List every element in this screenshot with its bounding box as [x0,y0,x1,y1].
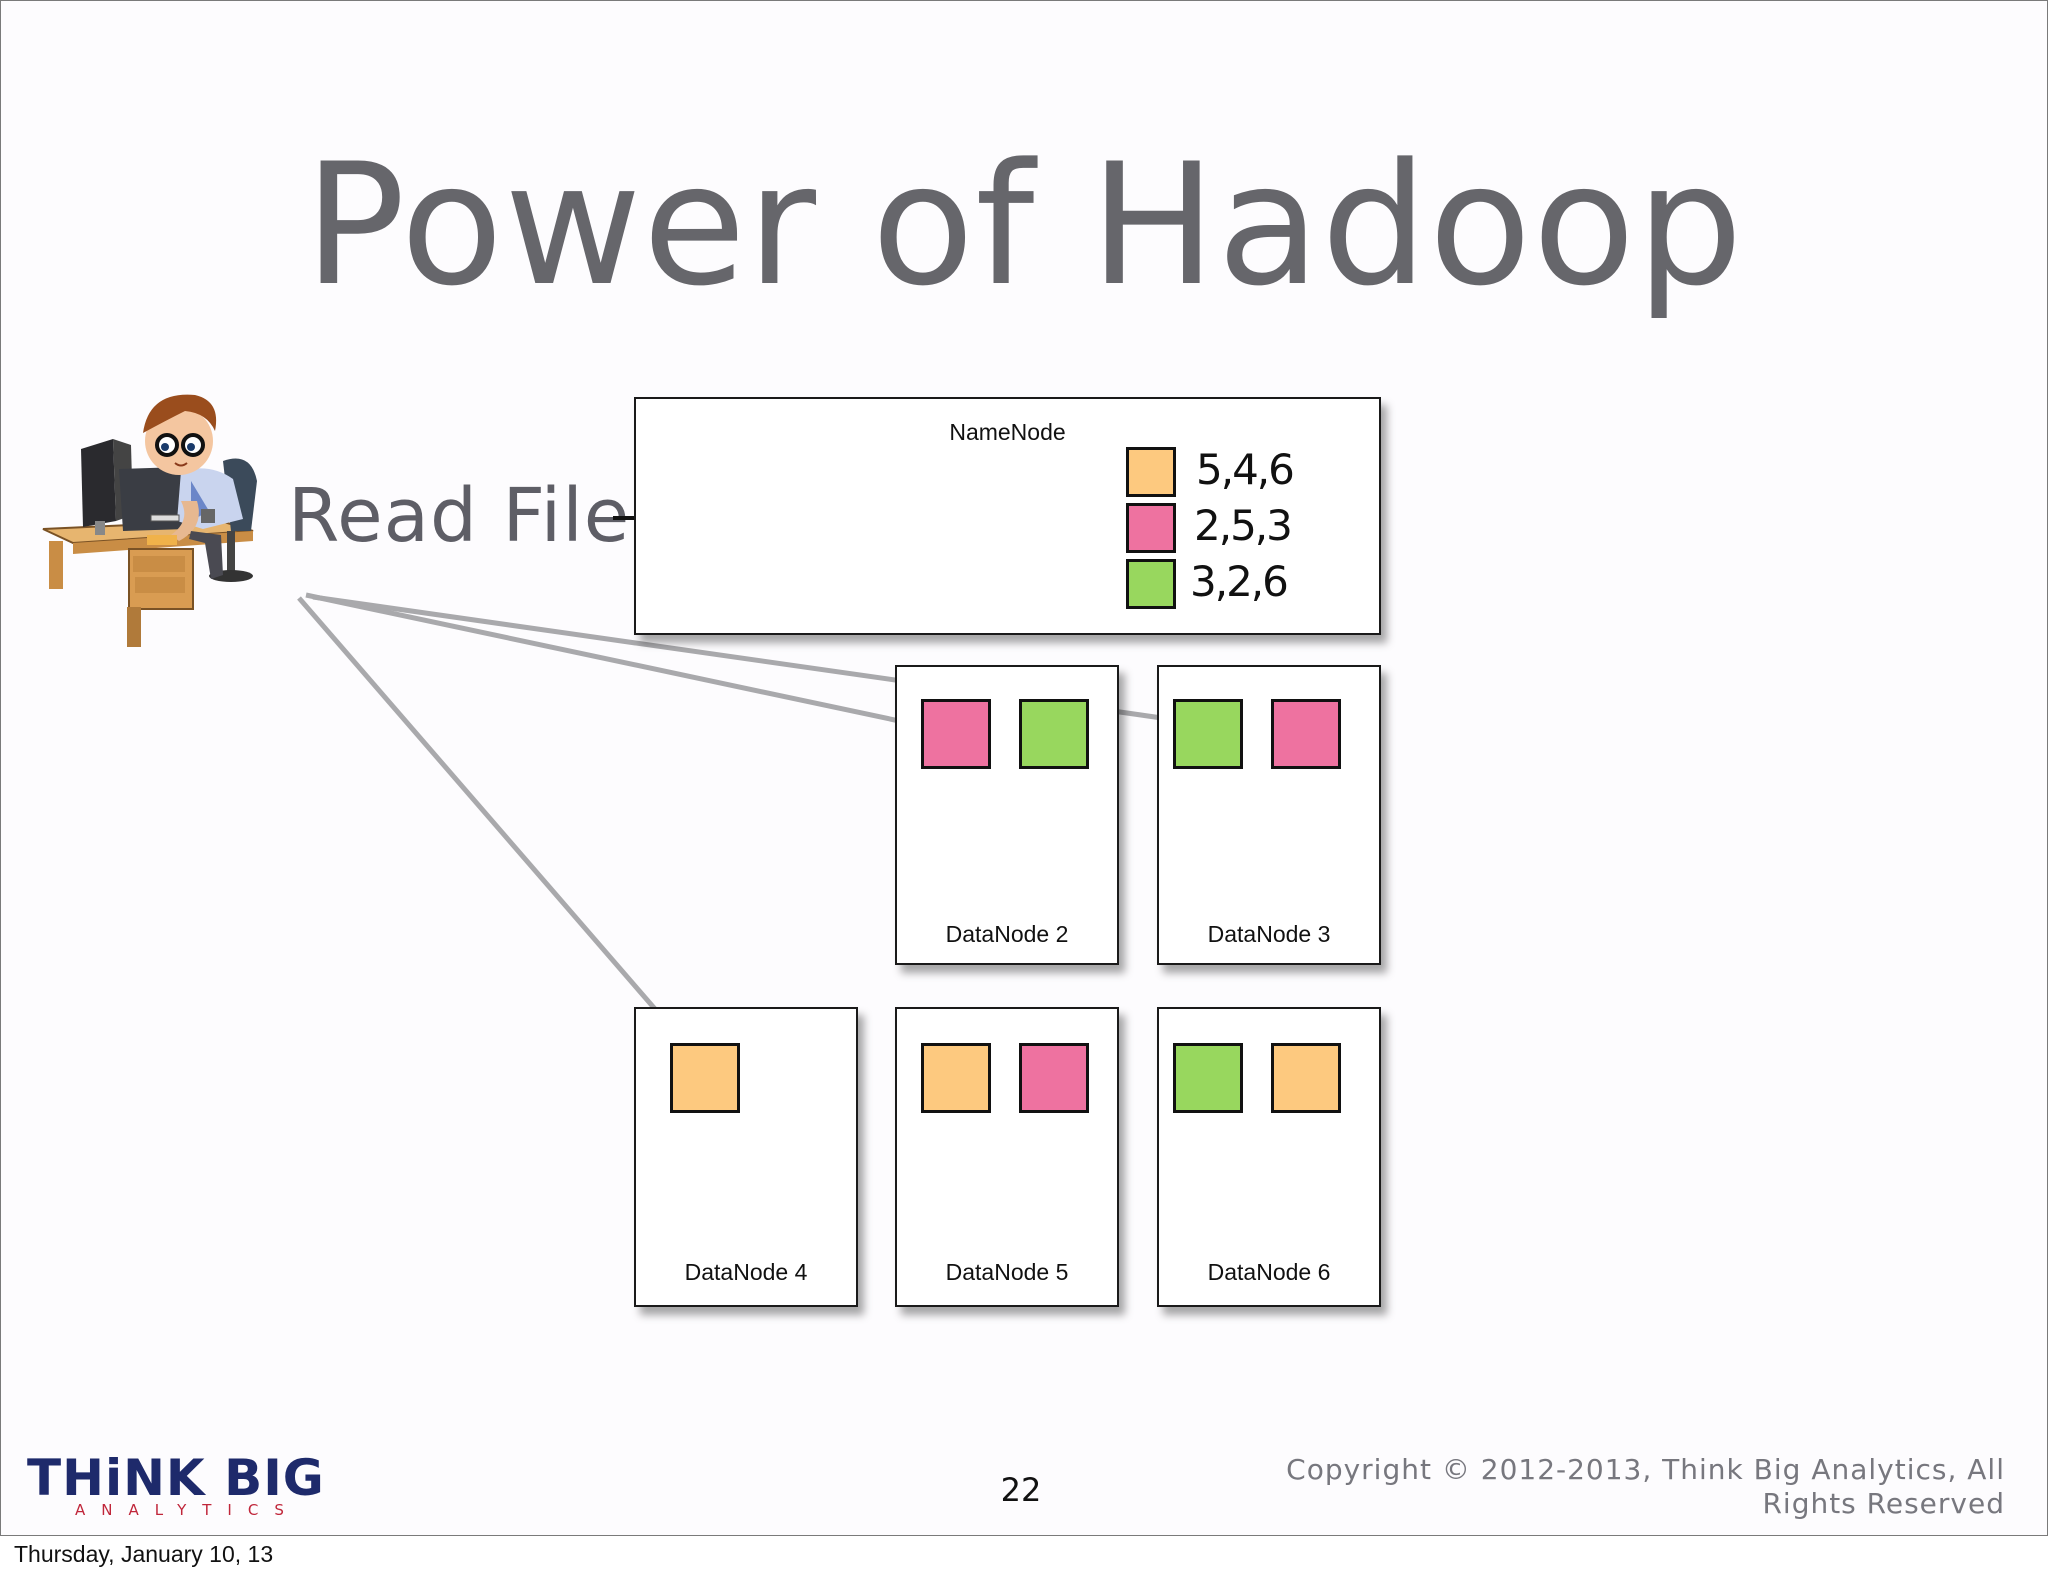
footer-date: Thursday, January 10, 13 [14,1541,274,1567]
datanode-6-box: DataNode 6 [1157,1007,1381,1307]
think-big-logo: THiNK BIG [27,1449,325,1507]
datanode-5-box: DataNode 5 [895,1007,1119,1307]
user-at-computer-illustration [42,394,257,647]
legend-swatch-green [1126,559,1176,609]
block-orange [1271,1043,1341,1113]
namenode-label: NameNode [949,419,1066,445]
think-big-logo-subtitle: ANALYTICS [75,1501,300,1519]
copyright-line-2: Rights Reserved [1762,1487,2005,1520]
copyright-line-1: Copyright © 2012-2013, Think Big Analyti… [1286,1453,2005,1486]
block-green [1173,699,1243,769]
datanode-6-label: DataNode 6 [1207,1259,1331,1285]
datanode-2-label: DataNode 2 [945,921,1069,947]
arrow-to-datanode-4 [297,596,711,1073]
block-orange [921,1043,991,1113]
block-green [1019,699,1089,769]
datanode-4-label: DataNode 4 [684,1259,808,1285]
read-file-label: Read File [288,473,631,559]
legend-text-pink: 2,5,3 [1194,501,1293,550]
datanode-5-label: DataNode 5 [945,1259,1069,1285]
legend-swatch-pink [1126,503,1176,553]
block-pink [921,699,991,769]
namenode-box: NameNode 5,4,6 2,5,3 3,2,6 [634,397,1381,635]
legend-swatch-orange [1126,447,1176,497]
datanode-2-box: DataNode 2 [895,665,1119,965]
block-pink [1271,699,1341,769]
copyright-notice: Copyright © 2012-2013, Think Big Analyti… [1286,1453,2005,1521]
legend-text-orange: 5,4,6 [1196,445,1295,494]
datanode-4-box: DataNode 4 [634,1007,858,1307]
block-pink [1019,1043,1089,1113]
datanode-3-label: DataNode 3 [1207,921,1331,947]
datanode-3-box: DataNode 3 [1157,665,1381,965]
block-green [1173,1043,1243,1113]
block-orange [670,1043,740,1113]
slide: Power of Hadoop [0,0,2048,1536]
arrow-to-datanode-2 [305,592,961,746]
page-number: 22 [1000,1471,1042,1509]
slide-title: Power of Hadoop [304,127,1744,323]
legend-text-green: 3,2,6 [1190,557,1289,606]
arrows-layer [297,498,1202,1073]
